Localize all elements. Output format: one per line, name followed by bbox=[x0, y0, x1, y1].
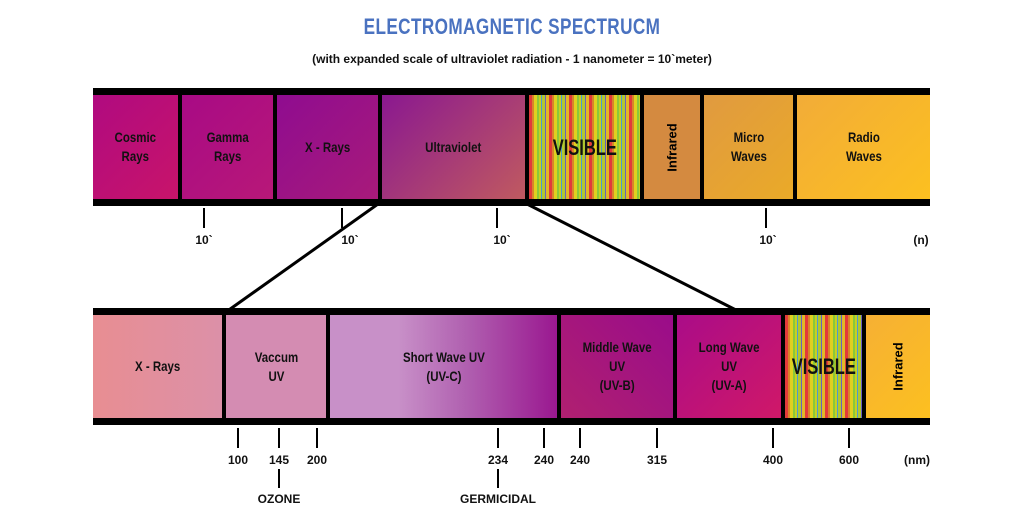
tick-label: 10` bbox=[759, 233, 777, 247]
segment-gamma-rays: Gamma Rays bbox=[178, 95, 273, 199]
tick bbox=[278, 428, 280, 448]
uv-expanded-bar: X - Rays Vaccum UV Short Wave UV (UV-C) … bbox=[93, 308, 930, 425]
segment-cosmic-rays: Cosmic Rays bbox=[93, 95, 178, 199]
connector-right bbox=[526, 202, 737, 312]
ozone-tick bbox=[278, 469, 280, 488]
segment-label: Infrared bbox=[664, 122, 680, 172]
segment-micro-waves: Micro Waves bbox=[700, 95, 793, 199]
tick bbox=[203, 208, 205, 228]
segment-label: Micro Waves bbox=[730, 129, 767, 164]
tick-label: 315 bbox=[646, 453, 668, 467]
segment-visible: VISIBLE bbox=[525, 95, 640, 199]
unit-label: (n) bbox=[913, 233, 929, 247]
segment-label: Ultraviolet bbox=[425, 138, 482, 155]
tick-label: 240 bbox=[533, 453, 555, 467]
segment-label: Vaccum UV bbox=[254, 348, 298, 384]
germicidal-label: GERMICIDAL bbox=[460, 492, 536, 506]
tick bbox=[497, 428, 499, 448]
segment-visible: VISIBLE bbox=[781, 315, 862, 418]
diagram-title: ELECTROMAGNETIC SPECTRUCM bbox=[363, 14, 661, 39]
ozone-label: OZONE bbox=[257, 492, 301, 506]
segment-label: VISIBLE bbox=[791, 354, 856, 379]
segment-label: Radio Waves bbox=[845, 129, 882, 164]
diagram-subtitle: (with expanded scale of ultraviolet radi… bbox=[312, 52, 712, 66]
tick bbox=[237, 428, 239, 448]
tick bbox=[341, 208, 343, 228]
tick-label: 234 bbox=[487, 453, 509, 467]
germicidal-tick bbox=[497, 469, 499, 488]
segment-label: Short Wave UV (UV-C) bbox=[402, 348, 485, 384]
tick-label: 10` bbox=[341, 233, 359, 247]
tick-label: 10` bbox=[493, 233, 511, 247]
segment-short-wave-uv: Short Wave UV (UV-C) bbox=[326, 315, 557, 418]
segment-middle-wave-uv: Middle Wave UV (UV-B) bbox=[557, 315, 673, 418]
segment-long-wave-uv: Long Wave UV (UV-A) bbox=[673, 315, 781, 418]
tick bbox=[316, 428, 318, 448]
tick-label: 240 bbox=[569, 453, 591, 467]
segment-label: Cosmic Rays bbox=[114, 129, 157, 164]
segment-ultraviolet: Ultraviolet bbox=[378, 95, 525, 199]
tick bbox=[765, 208, 767, 228]
segment-x-rays: X - Rays bbox=[273, 95, 378, 199]
segment-infrared: Infrared bbox=[640, 95, 700, 199]
segment-label: X - Rays bbox=[304, 138, 351, 155]
tick-label: 600 bbox=[838, 453, 860, 467]
tick-label: 10` bbox=[195, 233, 213, 247]
unit-label: (nm) bbox=[904, 453, 930, 467]
tick bbox=[579, 428, 581, 448]
tick bbox=[656, 428, 658, 448]
tick bbox=[772, 428, 774, 448]
segment-label: Long Wave UV (UV-A) bbox=[698, 339, 760, 393]
segment-radio-waves: Radio Waves bbox=[793, 95, 930, 199]
tick-label: 100 bbox=[227, 453, 249, 467]
tick bbox=[543, 428, 545, 448]
tick-label: 200 bbox=[306, 453, 328, 467]
segment-label: Middle Wave UV (UV-B) bbox=[582, 339, 652, 393]
segment-label: VISIBLE bbox=[552, 134, 617, 160]
segment-vacuum-uv: Vaccum UV bbox=[222, 315, 326, 418]
segment-label: Infrared bbox=[890, 342, 906, 391]
tick-label: 400 bbox=[762, 453, 784, 467]
connector-left bbox=[225, 202, 379, 314]
segment-infrared: Infrared bbox=[862, 315, 930, 418]
tick bbox=[496, 208, 498, 228]
segment-label: X - Rays bbox=[134, 358, 181, 374]
tick bbox=[848, 428, 850, 448]
full-spectrum-bar: Cosmic Rays Gamma Rays X - Rays Ultravio… bbox=[93, 88, 930, 206]
segment-x-rays: X - Rays bbox=[93, 315, 222, 418]
segment-label: Gamma Rays bbox=[206, 129, 249, 164]
tick-label: 145 bbox=[268, 453, 290, 467]
